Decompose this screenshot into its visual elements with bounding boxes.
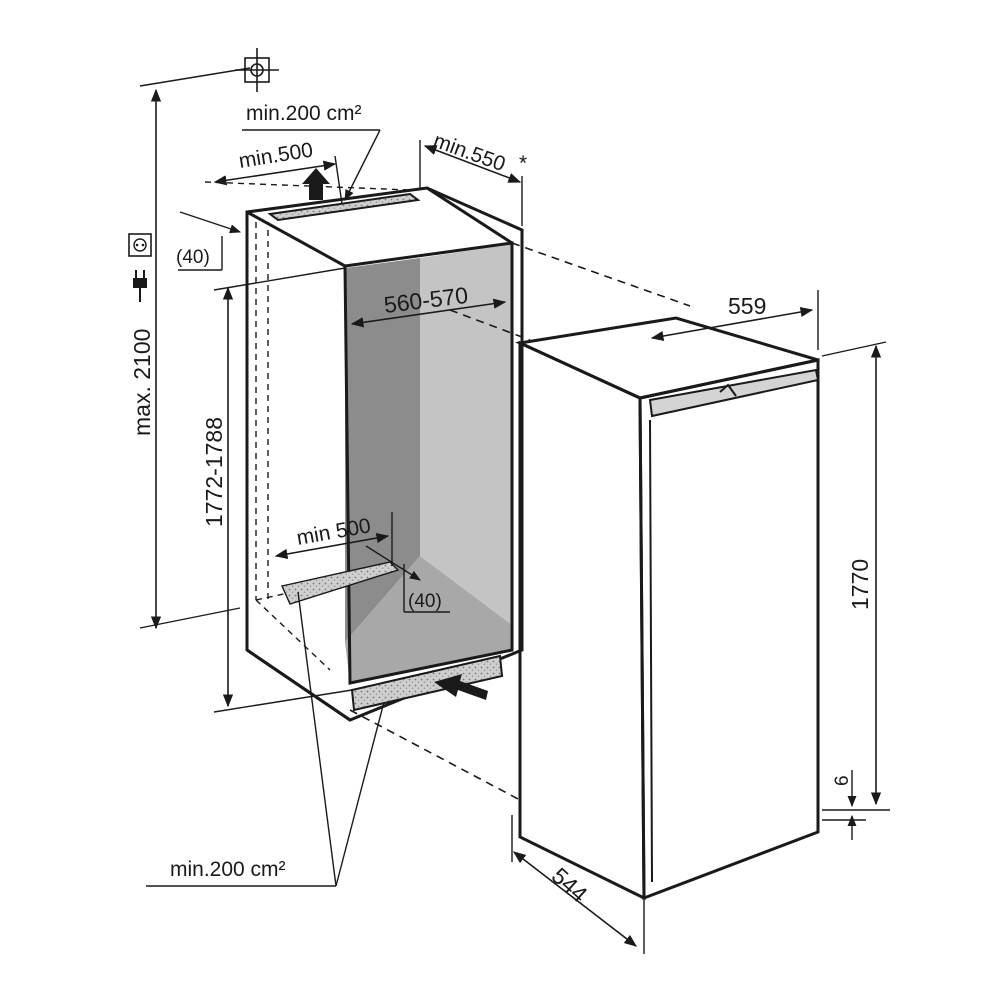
top-depth-label: min.550 <box>430 129 508 176</box>
niche-floor <box>345 556 512 683</box>
power-socket-icon <box>128 233 152 257</box>
cabinet-bottom-edge <box>246 648 351 722</box>
bottom-vent-area-label: min.200 cm² <box>170 858 286 881</box>
top-vent-area-label: min.200 cm² <box>246 102 362 125</box>
niche-cabinet <box>204 168 524 722</box>
plinth-gap-label: 6 <box>832 775 853 786</box>
top-gap-label: (40) <box>176 247 210 268</box>
appliance-width-label: 559 <box>728 293 766 319</box>
bottom-rear-vent-grille <box>281 561 400 605</box>
top-vent-grille <box>267 192 421 222</box>
appliance-front <box>638 358 820 901</box>
projection-line <box>349 709 521 801</box>
rear-ghost-line <box>255 599 331 671</box>
bottom-gap-label: (40) <box>408 591 442 612</box>
door-edge <box>649 419 653 883</box>
top-vent-width-label: min.500 <box>237 139 314 173</box>
niche-height-label: 1772-1788 <box>201 417 227 527</box>
appliance-side <box>518 340 646 901</box>
cabinet-top-edge <box>246 210 346 268</box>
cabinet-top-edge-right <box>426 186 513 245</box>
dimension-lines <box>139 67 890 954</box>
plumb-target-icon <box>235 48 279 92</box>
max-height-label: max. 2100 <box>129 329 155 436</box>
power-plug-icon <box>133 270 147 302</box>
plinth-vent-grille <box>350 654 504 712</box>
appliance-height-label: 1770 <box>847 559 873 610</box>
appliance-hinge-mark <box>719 383 737 397</box>
airflow-in-arrow <box>434 674 488 700</box>
top-depth-note: * <box>519 152 527 175</box>
projection-line <box>511 242 691 307</box>
niche-side-wall <box>420 244 512 625</box>
airflow-up-arrow <box>302 168 330 200</box>
